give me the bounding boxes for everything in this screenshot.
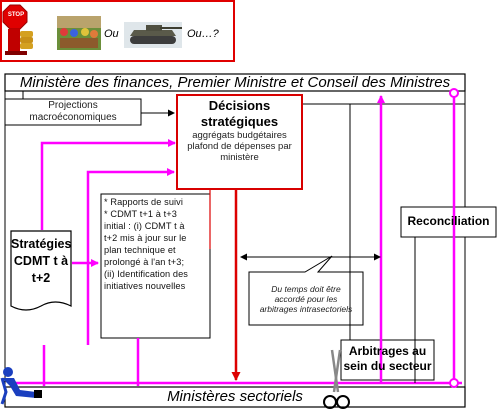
arbitrages-box — [340, 339, 435, 381]
strategies-line-1: Stratégies — [11, 237, 72, 251]
arbitrages-line-1: Arbitrages au — [348, 344, 427, 358]
rapports-line-4: t+2 mis à jour sur le — [104, 233, 187, 243]
arbitrages-text: Arbitrages au sein du secteur — [341, 344, 434, 374]
header-bar — [4, 73, 466, 92]
strategies-line-2: CDMT t à — [13, 254, 69, 268]
rapports-box — [100, 193, 211, 339]
temps-text: Du temps doit être accordé pour les arbi… — [250, 284, 362, 314]
rapports-line-2: * CDMT t+1 à t+3 — [104, 209, 177, 219]
decisions-line-1: aggrégats budgétaires — [192, 130, 287, 141]
decisions-line-3: ministère — [220, 152, 259, 163]
rapports-line-6: prolongé à l'an t+3; — [104, 257, 185, 267]
rapports-line-1: * Rapports de suivi — [104, 197, 184, 207]
strategies-document — [10, 230, 72, 311]
running-person-icon — [0, 367, 42, 405]
decisions-text: Décisions stratégiques aggrégats budgéta… — [177, 98, 302, 163]
projections-box — [4, 98, 142, 126]
ou-label-1: Ou — [104, 28, 119, 40]
decisions-line-2: plafond de dépenses par — [187, 141, 292, 152]
projections-line-1: Projections — [48, 100, 98, 111]
stop-sign-icon — [2, 4, 33, 55]
rapports-line-8: initiatives nouvelles — [104, 281, 186, 291]
reconciliation-box — [400, 206, 497, 238]
temps-callout — [248, 255, 364, 326]
ou-label-2: Ou…? — [187, 28, 219, 40]
rapports-text: * Rapports de suivi * CDMT t+1 à t+3 ini… — [104, 196, 208, 292]
top-banner-frame — [0, 0, 235, 62]
decisions-title: Décisions stratégiques — [200, 98, 279, 129]
projections-text: Projections macroéconomiques — [5, 100, 141, 124]
rapports-line-3: initial : (i) CDMT t à — [104, 221, 185, 231]
strategies-line-3: t+2 — [31, 271, 51, 285]
arbitrages-line-2: sein du secteur — [343, 359, 432, 373]
projections-line-2: macroéconomiques — [29, 112, 117, 123]
temps-line-1: Du temps doit être — [271, 284, 341, 294]
classroom-photo-icon — [57, 16, 101, 50]
header-title: Ministère des finances, Premier Ministre… — [19, 74, 451, 91]
temps-line-2: accordé pour les — [274, 294, 338, 304]
stop-label: STOP — [7, 12, 25, 18]
rapports-line-7: (ii) Identification des — [104, 269, 189, 279]
tank-icon — [124, 22, 182, 48]
footer-title: Ministères sectoriels — [167, 388, 303, 405]
strategies-text: Stratégies CDMT t à t+2 — [11, 236, 71, 287]
reconciliation-text: Reconciliation — [407, 214, 490, 228]
temps-line-3: arbitrages intrasectoriels — [259, 304, 353, 314]
rapports-line-5: plan technique et — [104, 245, 176, 255]
scissors-icon — [323, 349, 350, 409]
decisions-box — [176, 94, 303, 190]
